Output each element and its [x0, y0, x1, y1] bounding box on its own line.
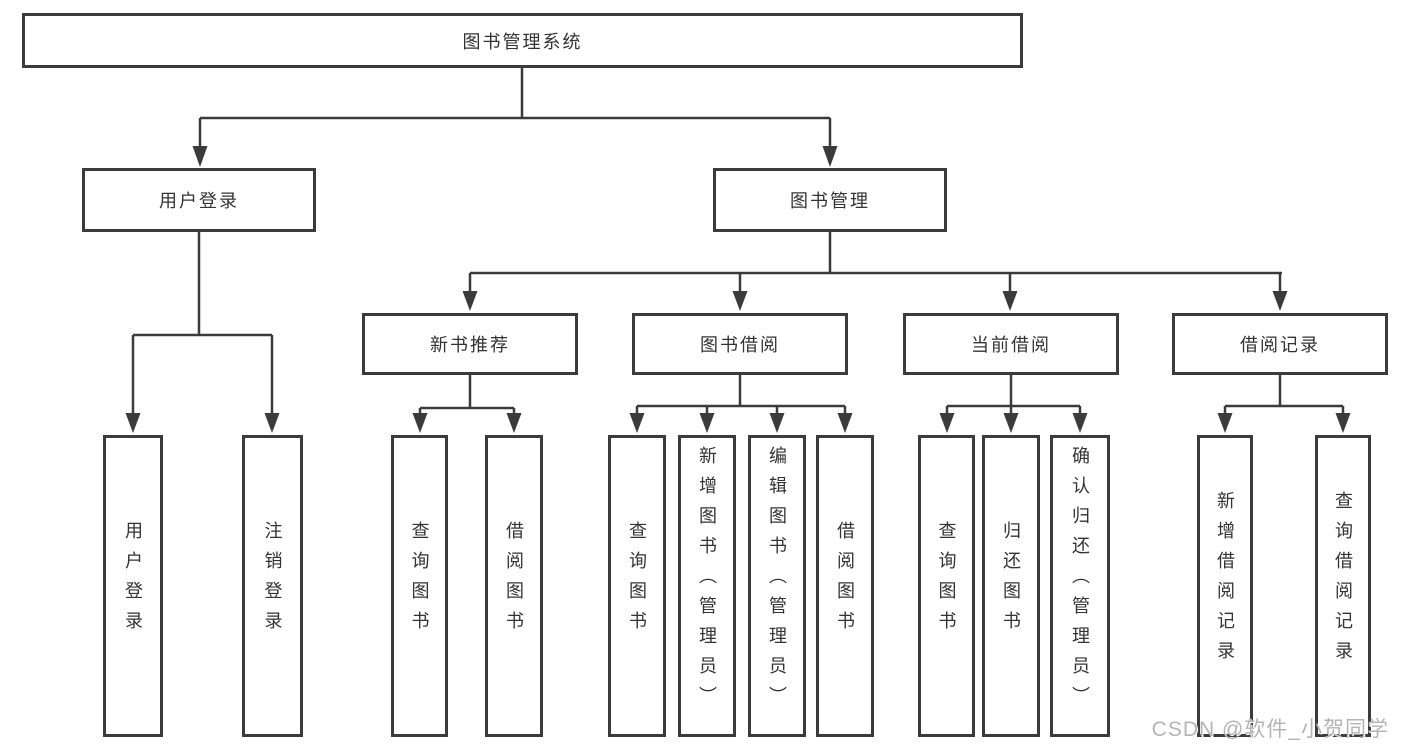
node-book-management: 图书管理: [713, 168, 947, 232]
node-root: 图书管理系统: [22, 13, 1023, 68]
leaf-borrow-books: 借阅图书: [816, 435, 874, 737]
watermark: CSDN @软件_小贺同学: [1151, 718, 1389, 741]
leaf-query-books-current: 查询图书: [918, 435, 975, 737]
leaf-logout: 注销登录: [242, 435, 303, 737]
node-current-borrow: 当前借阅: [903, 313, 1119, 375]
leaf-user-login: 用户登录: [103, 435, 163, 737]
node-book-borrow: 图书借阅: [632, 313, 848, 375]
leaf-return-books: 归还图书: [982, 435, 1040, 737]
leaf-query-borrow-record: 查询借阅记录: [1315, 435, 1371, 737]
leaf-confirm-return-admin: 确认归还（管理员）: [1050, 435, 1110, 737]
leaf-query-books-borrow: 查询图书: [608, 435, 666, 737]
node-new-book-recommend: 新书推荐: [362, 313, 578, 375]
leaf-query-books-recommend: 查询图书: [391, 435, 448, 737]
leaf-edit-books-admin: 编辑图书（管理员）: [748, 435, 806, 737]
leaf-borrow-books-recommend: 借阅图书: [485, 435, 543, 737]
leaf-add-borrow-record: 新增借阅记录: [1197, 435, 1253, 737]
leaf-add-books-admin: 新增图书（管理员）: [678, 435, 736, 737]
node-user-login: 用户登录: [82, 168, 316, 232]
node-borrow-records: 借阅记录: [1172, 313, 1388, 375]
